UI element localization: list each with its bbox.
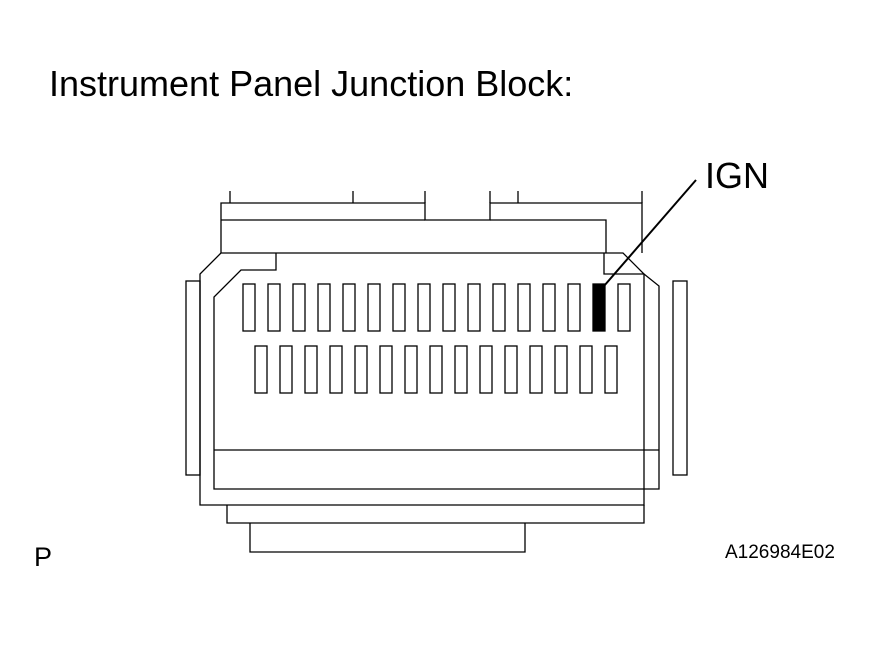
terminal-slot (404, 345, 418, 394)
terminal-row-top (242, 283, 631, 332)
diagram-title: Instrument Panel Junction Block: (49, 63, 574, 104)
terminal-slot (467, 283, 481, 332)
terminal-slot (417, 283, 431, 332)
terminal-slot (554, 345, 568, 394)
terminal-slot (392, 283, 406, 332)
figure-code: A126984E02 (725, 542, 835, 563)
ign-callout-label: IGN (705, 155, 770, 196)
terminal-slot (254, 345, 268, 394)
terminal-slot (367, 283, 381, 332)
connector-housing-inner (213, 253, 660, 490)
terminal-slot (492, 283, 506, 332)
terminal-slot (542, 283, 556, 332)
terminal-slot (529, 345, 543, 394)
connector-base-band (226, 505, 645, 524)
terminal-slot (267, 283, 281, 332)
terminal-slot (329, 345, 343, 394)
terminal-slot (517, 283, 531, 332)
terminal-slot (317, 283, 331, 332)
terminal-slot (454, 345, 468, 394)
terminal-ign-highlighted (592, 283, 606, 332)
left-latch (185, 280, 201, 476)
connector-top-key (220, 202, 643, 253)
terminal-slot (342, 283, 356, 332)
terminal-slot (304, 345, 318, 394)
terminal-slot (617, 283, 631, 332)
terminal-slot (442, 283, 456, 332)
view-label: P (34, 542, 53, 572)
connector-base-step (249, 523, 526, 553)
terminal-slot (567, 283, 581, 332)
terminal-row-bottom (254, 345, 618, 394)
terminal-slot (504, 345, 518, 394)
right-latch (672, 280, 688, 476)
terminal-slot (292, 283, 306, 332)
ign-leader-line (603, 179, 697, 287)
terminal-slot (579, 345, 593, 394)
terminal-slot (479, 345, 493, 394)
terminal-slot (604, 345, 618, 394)
terminal-slot (242, 283, 256, 332)
terminal-slot (354, 345, 368, 394)
terminal-slot (429, 345, 443, 394)
terminal-slot (279, 345, 293, 394)
terminal-slot (379, 345, 393, 394)
